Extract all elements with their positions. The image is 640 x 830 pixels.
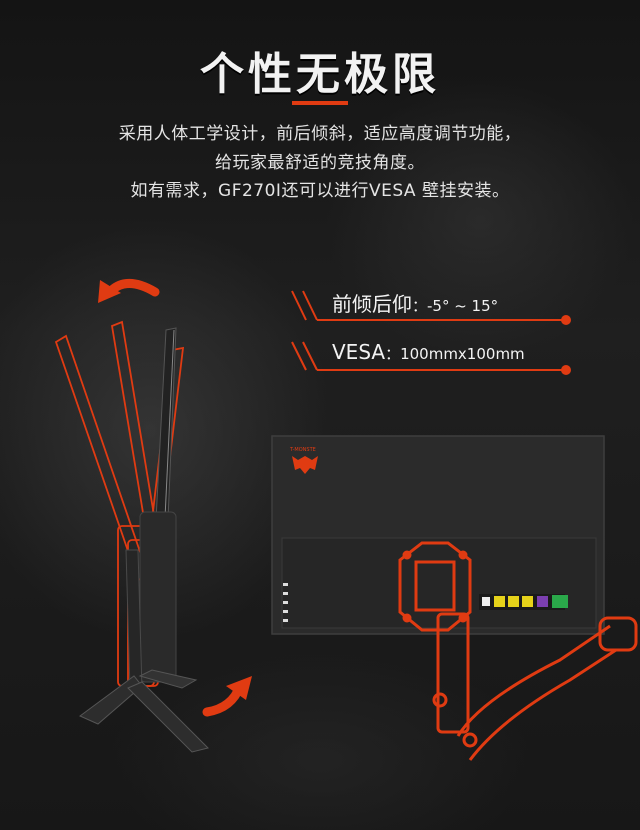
tilt-spec-dot	[561, 315, 571, 325]
vesa-spec-dot	[561, 365, 571, 375]
wall-mount-arm	[432, 612, 638, 761]
tilt-spec-value: ：-5° ~ 15°	[412, 297, 499, 315]
vesa-spec: VESA：100mmx100mm	[290, 340, 580, 380]
side-view-monitor	[79, 327, 209, 753]
tilt-spec-label: 前倾后仰	[332, 292, 412, 316]
title-accent-bar	[292, 101, 348, 105]
tilt-back-arrowhead-icon	[98, 280, 121, 303]
io-ports	[479, 594, 568, 610]
brand-logo-text: T-MONSTE	[289, 447, 316, 453]
description-line-3: 如有需求，GF270I还可以进行VESA 壁挂安装。	[130, 181, 510, 201]
description-line-1: 采用人体工学设计，前后倾斜，适应高度调节功能，	[118, 124, 522, 144]
tilt-back-arrow-icon	[107, 279, 160, 297]
vesa-spec-value: ：100mmx100mm	[385, 345, 525, 363]
rear-view-monitor: T-MONSTE	[271, 435, 638, 761]
tilt-spec-decoration	[291, 290, 564, 321]
vesa-spec-decoration	[291, 341, 564, 371]
tilt-forward-arrowhead-icon	[226, 676, 252, 700]
vesa-spec-label: VESA	[332, 340, 386, 364]
page-title: 个性无极限	[200, 49, 440, 100]
description-line-2: 给玩家最舒适的竞技角度。	[215, 153, 425, 173]
tilt-spec: 前倾后仰：-5° ~ 15°	[290, 288, 580, 328]
osd-buttons	[283, 583, 288, 622]
vesa-mount-plate	[398, 541, 472, 632]
brand-logo-icon	[292, 456, 318, 474]
